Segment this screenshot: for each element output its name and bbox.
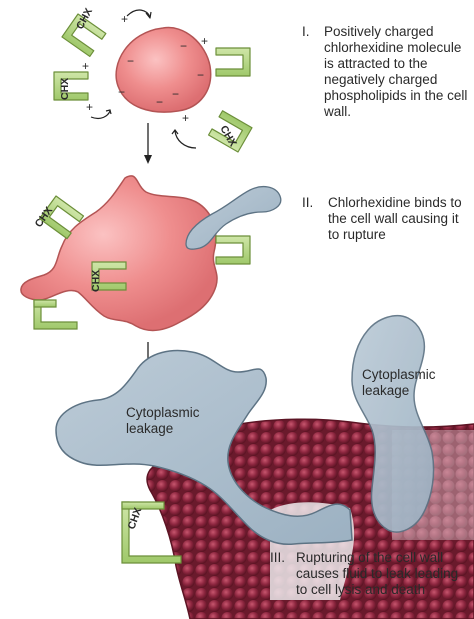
cell-body-1 (115, 26, 212, 113)
minus-sign: − (180, 39, 187, 53)
plus-sign: + (201, 34, 208, 48)
cytoplasm-leak-left (55, 349, 353, 546)
minus-sign: − (172, 87, 179, 101)
chx-molecule (33, 299, 78, 330)
plus-sign: + (182, 111, 189, 125)
chx-label: CHX (90, 270, 102, 292)
minus-sign: − (197, 68, 204, 82)
step-number: II. (302, 195, 314, 210)
plus-sign: + (82, 59, 89, 73)
minus-sign: − (156, 95, 163, 109)
chx-molecule (215, 47, 251, 77)
cytoplasm-leak-right (351, 314, 435, 533)
cytoplasmic-leakage-label: Cytoplasmic leakage (362, 367, 436, 398)
cell-step-1: − − − − − − (115, 26, 212, 113)
cytoplasm-leak-small (185, 185, 282, 250)
cell-step-2 (20, 175, 218, 332)
chx-molecule (215, 235, 251, 265)
minus-sign: − (118, 85, 125, 99)
minus-sign: − (127, 54, 134, 68)
step-text: Positively charged chlorhexidine molecul… (324, 24, 468, 119)
plus-sign: + (86, 100, 93, 114)
chx-molecule (121, 501, 182, 564)
cell-body-2 (20, 175, 218, 332)
chx-label: CHX (59, 78, 71, 100)
step-text: Rupturing of the cell wall causes fluid … (296, 550, 459, 597)
chx-molecule (91, 261, 127, 291)
step-text: Chlorhexidine binds to the cell wall cau… (328, 195, 462, 242)
step-number: I. (302, 24, 310, 39)
plus-sign: + (121, 12, 128, 26)
cytoplasmic-leakage-label: Cytoplasmic leakage (126, 405, 200, 436)
step-number: III. (270, 550, 286, 565)
down-arrow (144, 123, 152, 164)
attraction-arrows (90, 9, 197, 149)
